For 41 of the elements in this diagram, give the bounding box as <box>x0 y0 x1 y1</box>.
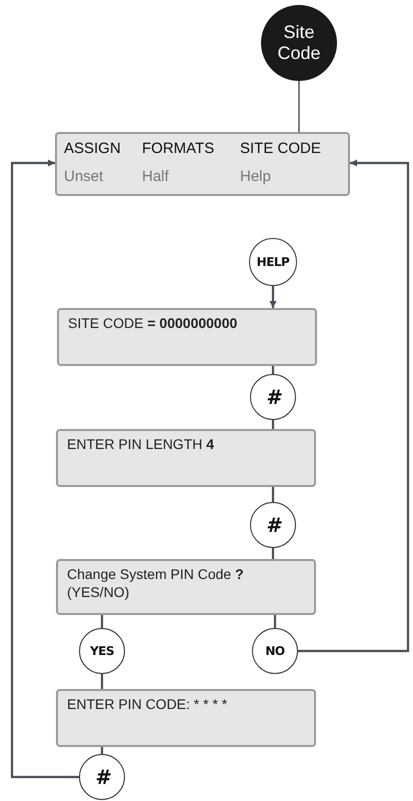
menu-option: Help <box>240 167 348 194</box>
display-text: (YES/NO) <box>67 583 130 601</box>
connector-line <box>272 420 274 429</box>
display-screen <box>57 308 317 366</box>
key-label: # <box>266 513 280 537</box>
menu-option: SITE CODE <box>240 139 348 166</box>
arrow <box>270 286 276 308</box>
display-screen <box>55 132 350 196</box>
key-circle <box>250 502 296 548</box>
key-label: NO <box>265 644 285 658</box>
display-text: ENTER PIN LENGTH 4 <box>67 435 216 453</box>
connector-line <box>100 615 104 628</box>
arrow <box>298 160 410 652</box>
key-circle <box>79 628 125 674</box>
display-text: ENTER PIN CODE: * * * * <box>67 695 228 713</box>
key-label: # <box>95 765 109 789</box>
connector-line <box>298 81 300 132</box>
display-screen <box>56 689 316 747</box>
menu-option: ASSIGN <box>64 139 142 166</box>
arrow <box>10 160 79 778</box>
display-text: SITE CODE = 0000000000 <box>68 314 238 332</box>
connector-line <box>274 615 276 628</box>
display-text: Change System PIN Code ? <box>67 565 245 583</box>
connector-line <box>272 366 274 374</box>
connector-line <box>272 548 274 559</box>
connector-line <box>272 487 274 502</box>
key-label: # <box>266 385 280 409</box>
key-label: HELP <box>256 255 290 269</box>
circle-label: Site Code <box>276 22 322 64</box>
connector-line <box>100 747 104 754</box>
menu-option: FORMATS <box>142 139 240 166</box>
key-circle <box>252 628 298 674</box>
key-circle <box>249 238 297 286</box>
display-screen <box>56 429 316 487</box>
key-circle <box>79 754 125 800</box>
menu-option: Unset <box>64 167 142 194</box>
connector-line <box>100 674 104 689</box>
key-label: YES <box>90 644 114 658</box>
display-screen <box>56 559 316 615</box>
menu-option: Half <box>142 167 240 194</box>
key-circle <box>250 374 296 420</box>
